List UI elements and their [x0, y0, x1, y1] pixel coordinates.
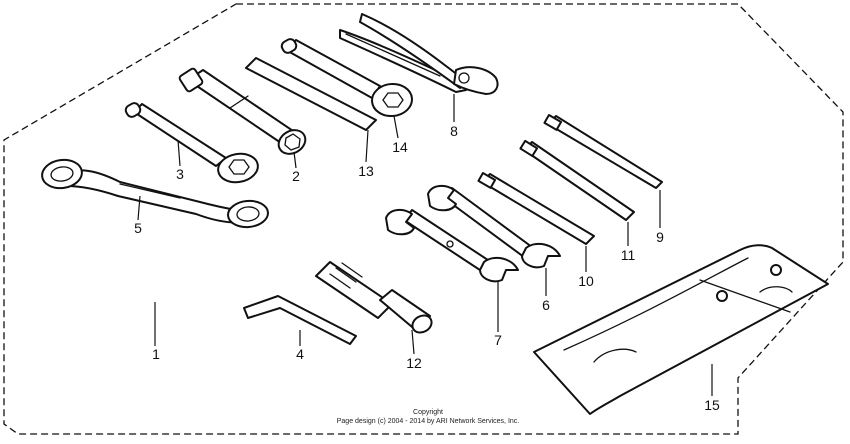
copyright-line-2: Page design (c) 2004 - 2014 by ARI Netwo… [337, 418, 520, 425]
part-12-driver-handle[interactable] [315, 261, 435, 336]
part-5-box-wrench[interactable] [40, 157, 269, 229]
callout-9: 9 [656, 229, 664, 245]
kit-outline [3, 3, 844, 435]
part-9-screwdriver[interactable] [543, 114, 663, 189]
callout-12: 12 [406, 355, 422, 371]
leader-5 [137, 195, 141, 221]
callout-14: 14 [392, 139, 408, 155]
part-13-spanner-bar[interactable] [245, 57, 377, 131]
part-6-open-wrench[interactable] [427, 184, 561, 269]
callout-2: 2 [292, 168, 300, 184]
leader-14 [393, 115, 399, 139]
callout-5: 5 [134, 220, 142, 236]
callout-10: 10 [578, 273, 594, 289]
callout-13: 13 [358, 163, 374, 179]
part-4-hex-wrench[interactable] [243, 295, 357, 345]
part-10-screwdriver[interactable] [477, 172, 595, 245]
copyright-line-1: Copyright [413, 409, 443, 416]
part-3-ring-wrench[interactable] [124, 101, 260, 185]
part-15-tool-bag[interactable] [533, 244, 829, 415]
callout-1: 1 [152, 346, 160, 362]
callout-3: 3 [176, 166, 184, 182]
part-8-pliers[interactable] [339, 13, 499, 95]
part-2-socket-wrench[interactable] [178, 67, 310, 159]
part-14-ring-spanner[interactable] [280, 37, 413, 118]
leader-12 [411, 329, 415, 355]
callout-4: 4 [296, 346, 304, 362]
callout-7: 7 [494, 332, 502, 348]
leader-13 [365, 129, 369, 163]
callout-6: 6 [542, 297, 550, 313]
callout-15: 15 [704, 397, 720, 413]
callout-8: 8 [450, 123, 458, 139]
leader-3 [177, 139, 181, 167]
part-11-screwdriver[interactable] [519, 139, 635, 221]
part-7-open-wrench[interactable] [385, 208, 519, 283]
callout-11: 11 [621, 247, 636, 263]
leader-2 [293, 151, 297, 169]
